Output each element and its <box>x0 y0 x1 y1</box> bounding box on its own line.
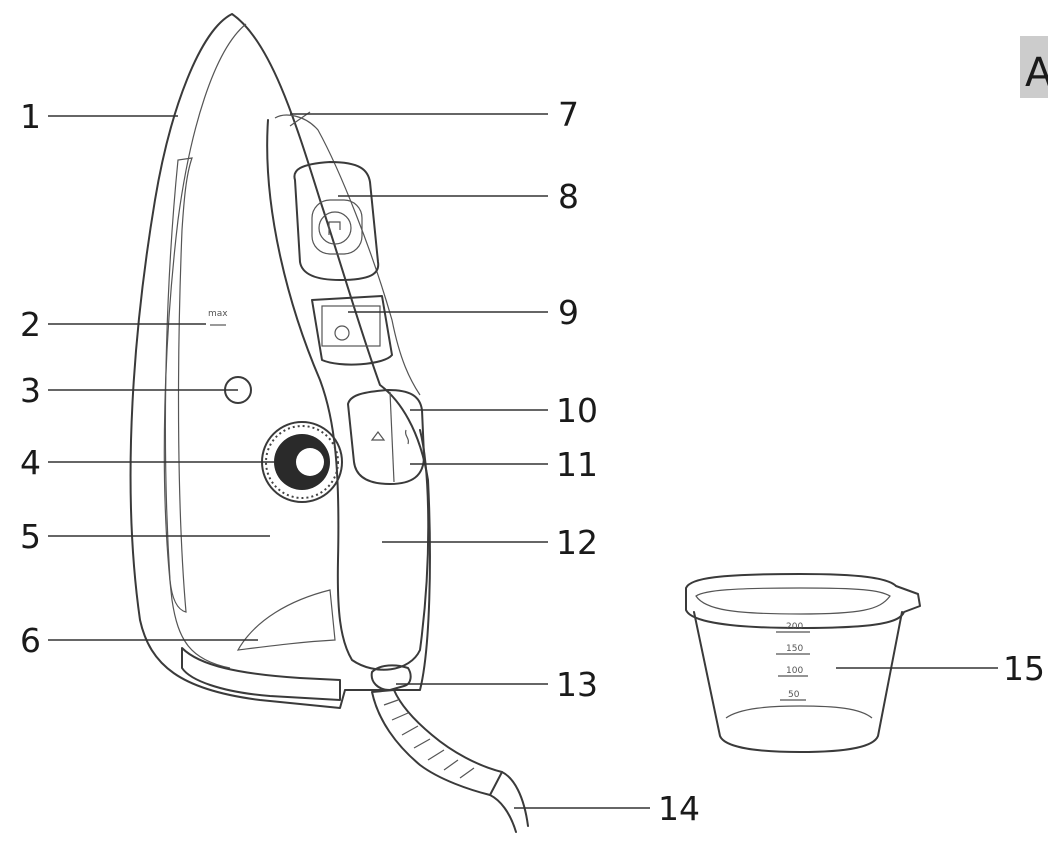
callout-leaders <box>48 113 998 809</box>
temperature-dial-ticks <box>265 425 339 499</box>
iron-handle-top <box>274 114 421 396</box>
callout-11: 11 <box>556 445 598 484</box>
callout-15: 15 <box>1003 649 1045 688</box>
shot-of-steam-icon <box>370 431 386 441</box>
spray-button-housing <box>311 295 393 366</box>
steam-button <box>311 199 363 255</box>
measuring-cup-inner-rim <box>695 587 891 615</box>
cup-mark-label-1: 200 <box>786 622 803 632</box>
steam-icon <box>404 429 410 445</box>
soleplate <box>181 647 341 701</box>
steam-selector-housing <box>347 389 425 485</box>
cord-guard <box>370 664 412 691</box>
iron-body-outline <box>129 13 431 709</box>
power-cord <box>489 771 529 833</box>
cord-sleeve-ribs <box>383 699 475 779</box>
measuring-cup-base <box>725 705 873 719</box>
steam-button-glyph <box>328 221 341 235</box>
callout-7: 7 <box>558 95 579 134</box>
iron-side-panel <box>164 157 193 613</box>
selector-divider <box>389 391 395 483</box>
callout-1: 1 <box>20 97 41 136</box>
callout-4: 4 <box>20 443 41 482</box>
callout-12: 12 <box>556 523 598 562</box>
callout-numbers: 1 2 3 4 5 6 7 8 9 10 11 12 13 14 15 <box>20 95 1045 828</box>
water-tank-window <box>236 589 336 651</box>
callout-5: 5 <box>20 517 41 556</box>
callout-9: 9 <box>558 293 579 332</box>
iron-body-inner-line <box>163 23 247 669</box>
spray-button <box>334 325 350 341</box>
measuring-cup-body <box>693 611 903 753</box>
measuring-cup-illustration: 200 150 100 50 <box>685 573 921 753</box>
cup-mark-label-3: 100 <box>786 666 803 676</box>
steam-button-icon <box>318 211 352 245</box>
callout-3: 3 <box>20 371 41 410</box>
section-tag-label: A <box>1025 50 1048 96</box>
callout-8: 8 <box>558 177 579 216</box>
iron-illustration: max <box>129 13 529 833</box>
steam-button-housing <box>293 161 380 281</box>
section-tag-bg <box>1020 36 1048 98</box>
temperature-dial-center <box>296 448 324 476</box>
power-cord-sleeve <box>371 689 503 796</box>
measuring-cup-rim <box>685 573 921 629</box>
max-fill-label: max <box>208 309 228 319</box>
callout-14: 14 <box>658 789 700 828</box>
spray-button-window <box>321 305 381 347</box>
callout-2: 2 <box>20 305 41 344</box>
callout-10: 10 <box>556 391 598 430</box>
cup-mark-label-4: 50 <box>788 690 800 700</box>
iron-handle-outline <box>266 119 430 671</box>
callout-6: 6 <box>20 621 41 660</box>
cup-mark-label-2: 150 <box>786 644 803 654</box>
callout-13: 13 <box>556 665 598 704</box>
